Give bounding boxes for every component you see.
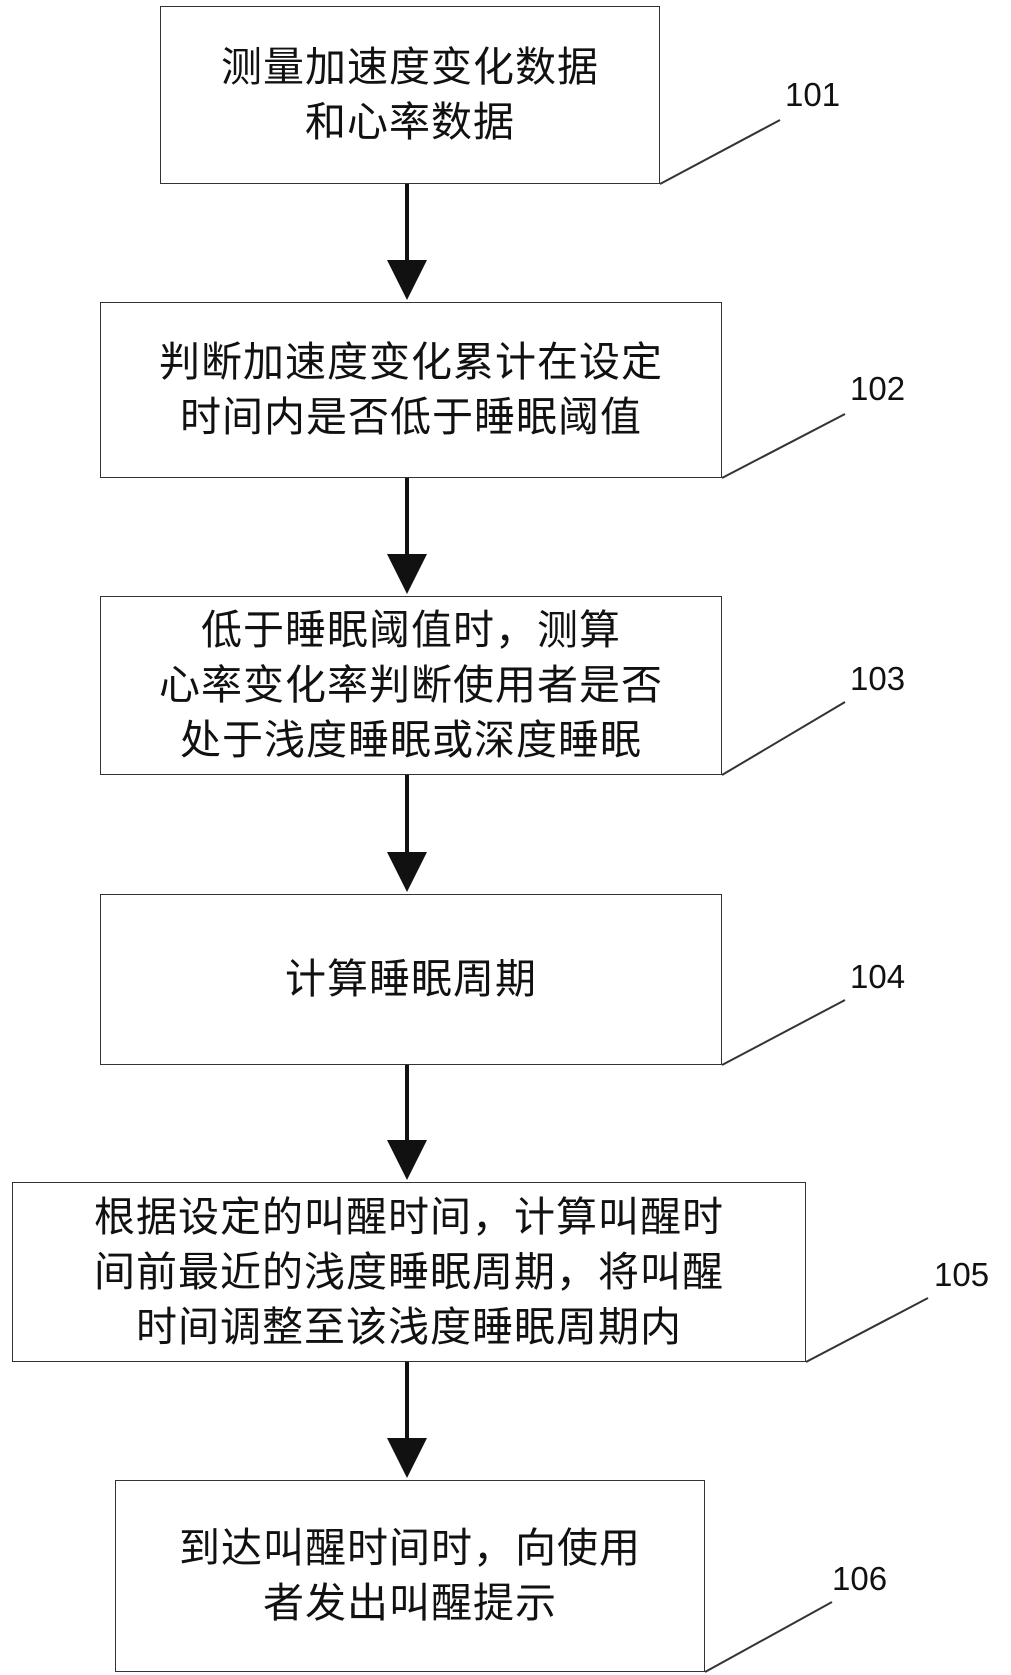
step-number-106: 106 (832, 1560, 887, 1598)
step-number-103: 103 (850, 660, 905, 698)
step-box-102: 判断加速度变化累计在设定 时间内是否低于睡眠阈值 (100, 302, 722, 478)
step-number-104: 104 (850, 958, 905, 996)
step-text-102: 判断加速度变化累计在设定 时间内是否低于睡眠阈值 (159, 335, 663, 445)
step-text-106: 到达叫醒时间时，向使用 者发出叫醒提示 (179, 1521, 641, 1631)
step-box-104: 计算睡眠周期 (100, 894, 722, 1065)
step-box-105: 根据设定的叫醒时间，计算叫醒时 间前最近的浅度睡眠周期，将叫醒 时间调整至该浅度… (12, 1182, 806, 1362)
leader-line-101 (660, 120, 780, 184)
leader-line-104 (722, 1000, 845, 1065)
step-number-101: 101 (785, 76, 840, 114)
step-box-103: 低于睡眠阈值时，测算 心率变化率判断使用者是否 处于浅度睡眠或深度睡眠 (100, 596, 722, 775)
leader-line-105 (806, 1298, 928, 1362)
leader-line-106 (705, 1602, 832, 1672)
step-number-102: 102 (850, 370, 905, 408)
step-number-105: 105 (934, 1256, 989, 1294)
step-text-101: 测量加速度变化数据 和心率数据 (221, 40, 599, 150)
leader-line-103 (722, 702, 845, 775)
step-text-103: 低于睡眠阈值时，测算 心率变化率判断使用者是否 处于浅度睡眠或深度睡眠 (159, 603, 663, 768)
step-box-101: 测量加速度变化数据 和心率数据 (160, 6, 660, 184)
step-box-106: 到达叫醒时间时，向使用 者发出叫醒提示 (115, 1480, 705, 1672)
step-text-104: 计算睡眠周期 (285, 952, 537, 1007)
leader-line-102 (722, 414, 845, 478)
step-text-105: 根据设定的叫醒时间，计算叫醒时 间前最近的浅度睡眠周期，将叫醒 时间调整至该浅度… (94, 1190, 724, 1355)
